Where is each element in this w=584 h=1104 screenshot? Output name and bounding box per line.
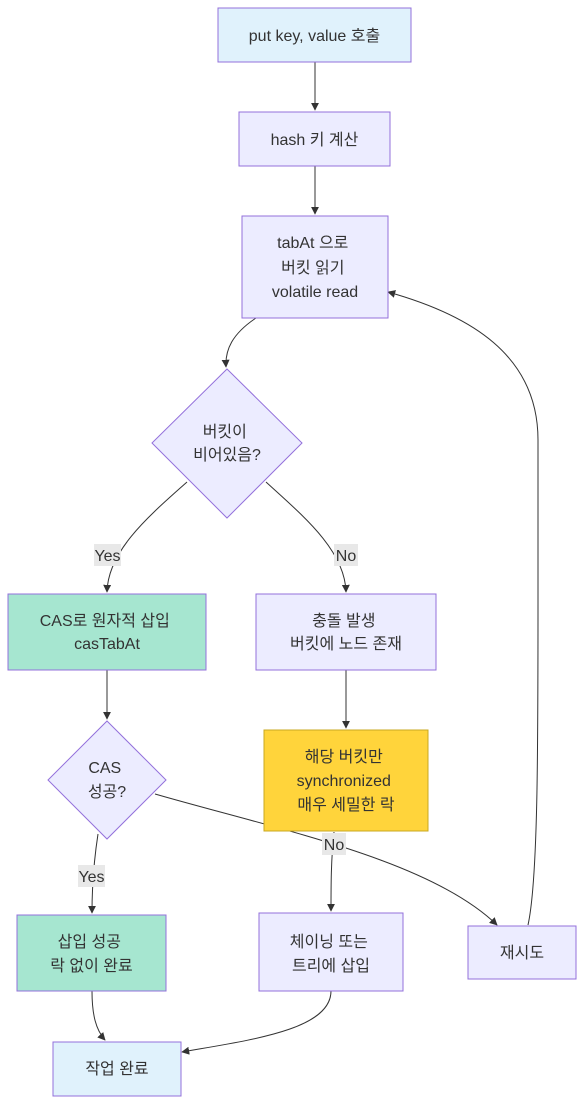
node-sync-lock-line-3: 매우 세밀한 락 [297,796,394,814]
node-cas-success-line-2: 성공? [88,783,126,801]
node-bucket-empty-line-2: 비어있음? [193,446,261,464]
edge-tabat-to-decision [221,317,257,368]
node-done-line-1: 작업 완료 [85,1060,148,1078]
node-hash-calc-line-1: hash 키 계산 [271,131,359,149]
edge-labels: Yes No Yes No [78,544,358,887]
node-tabat-read-line-2: 버킷 읽기 [281,259,344,277]
node-put-call: put key, value 호출 [217,7,412,63]
edge-cas-no [154,793,498,926]
edges [88,62,539,1055]
node-collision: 충돌 발생 버킷에 노드 존재 [255,593,437,671]
node-collision-line-1: 충돌 발생 [312,612,375,630]
node-chain-insert-line-2: 트리에 삽입 [292,957,370,975]
svg-text:삽입 성공 락 없이 완료: 삽입 성공 락 없이 완료 [50,933,133,975]
edge-label-empty-no-text: No [336,548,357,565]
edge-decision-no [265,481,350,593]
node-sync-lock: 해당 버킷만 synchronized 매우 세밀한 락 [263,729,429,832]
node-bucket-empty-line-1: 버킷이 [203,423,247,441]
edge-label-empty-yes-text: Yes [94,548,120,565]
node-done: 작업 완료 [52,1041,182,1097]
svg-text:hash 키 계산: hash 키 계산 [271,131,359,149]
node-cas-insert-line-1: CAS로 원자적 삽입 [40,612,170,630]
edge-label-cas-yes-text: Yes [78,869,104,886]
edge-insert-ok-to-done [91,990,106,1041]
node-sync-lock-line-1: 해당 버킷만 [305,748,383,766]
node-cas-success-decision: CAS 성공? [47,720,167,840]
node-collision-line-2: 버킷에 노드 존재 [290,635,402,653]
edge-label-cas-yes: Yes [78,865,105,887]
node-bucket-empty-decision: 버킷이 비어있음? [151,368,303,519]
svg-text:버킷이 비어있음?: 버킷이 비어있음? [193,423,261,464]
nodes: put key, value 호출 hash 키 계산 tabAt 으로 버킷 … [7,7,577,1097]
svg-text:tabAt 으로 버킷 읽기: tabAt 으로 버킷 읽기 volatile read [272,235,358,301]
edge-label-cas-no: No [322,833,346,855]
svg-text:체이닝 또는 트리에 삽입: 체이닝 또는 트리에 삽입 [290,933,373,975]
node-cas-insert-line-2: casTabAt [74,636,140,653]
node-tabat-read-line-3: volatile read [272,284,358,301]
node-sync-lock-line-2: synchronized [297,773,391,790]
node-retry: 재시도 [467,925,577,980]
node-insert-ok-line-2: 락 없이 완료 [50,957,133,975]
node-insert-ok-line-1: 삽입 성공 [58,933,121,951]
node-hash-calc: hash 키 계산 [238,111,391,167]
svg-text:CAS로 원자적 삽입 casTabAt: CAS로 원자적 삽입 casTabAt [40,612,175,653]
svg-text:put key, value 호출: put key, value 호출 [249,27,380,45]
svg-text:CAS 성공?: CAS 성공? [88,760,126,801]
edge-label-cas-no-text: No [324,837,345,854]
node-chain-insert: 체이닝 또는 트리에 삽입 [258,912,404,992]
edge-retry-to-tabat [387,290,539,926]
node-retry-line-1: 재시도 [500,944,544,962]
node-tabat-read: tabAt 으로 버킷 읽기 volatile read [241,215,389,319]
node-tabat-read-line-1: tabAt 으로 [277,235,348,252]
svg-text:충돌 발생 버킷에 노드 존재: 충돌 발생 버킷에 노드 존재 [290,612,402,653]
node-insert-ok: 삽입 성공 락 없이 완료 [16,914,167,992]
node-chain-insert-line-1: 체이닝 또는 [290,933,368,951]
node-cas-success-line-1: CAS [88,760,121,777]
edge-label-empty-yes: Yes [94,544,121,566]
edge-decision-yes [103,481,188,593]
node-cas-insert: CAS로 원자적 삽입 casTabAt [7,593,207,671]
svg-text:작업 완료: 작업 완료 [85,1060,148,1078]
svg-text:재시도: 재시도 [500,944,544,962]
edge-chain-to-done [181,990,332,1055]
edge-label-empty-no: No [334,544,358,566]
node-put-call-line-1: put key, value 호출 [249,27,380,45]
svg-text:해당 버킷만 synchronized: 해당 버킷만 synchronized 매우 세밀한 락 [297,748,396,814]
